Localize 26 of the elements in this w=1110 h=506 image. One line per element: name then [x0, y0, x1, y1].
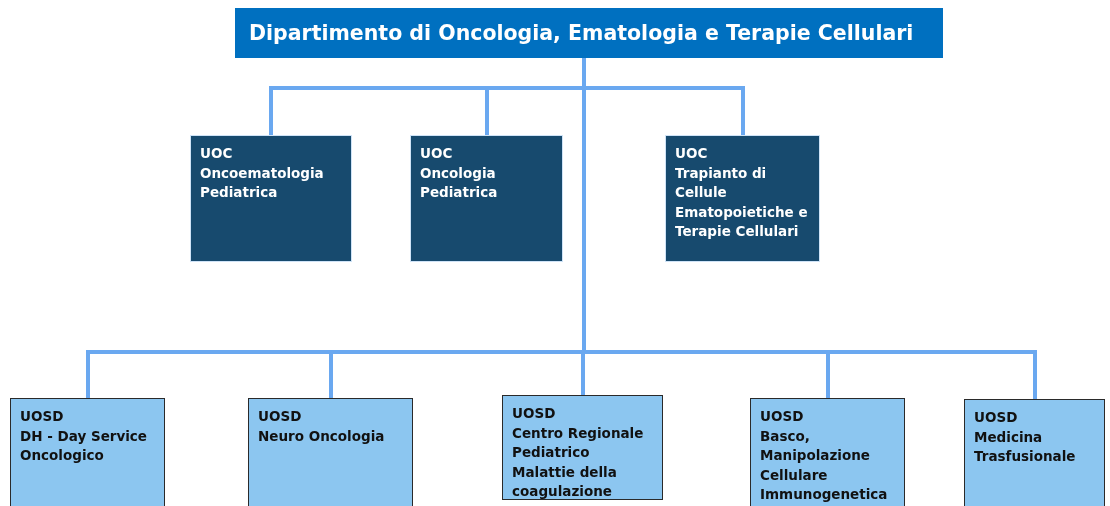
unit-name: Basco, Manipolazione Cellulare Immunogenetica — [760, 426, 889, 505]
unit-type: UOSD — [974, 408, 1019, 427]
unit-type: UOSD — [512, 404, 557, 423]
unit-box — [750, 398, 905, 506]
unit-box — [410, 135, 563, 262]
unit-box — [964, 399, 1105, 506]
unit-type: UOC — [420, 144, 454, 163]
unit-name: DH - Day Service Oncologico — [20, 426, 149, 466]
unit-type: UOSD — [258, 407, 303, 426]
unit-box — [665, 135, 820, 262]
unit-name: Centro Regionale Pediatrico Malattie della coagulazione — [512, 423, 645, 502]
unit-box — [502, 395, 663, 500]
unit-box — [190, 135, 352, 262]
unit-name: Oncologia Pediatrica — [420, 163, 499, 203]
unit-type: UOC — [200, 144, 234, 163]
unit-type: UOSD — [760, 407, 805, 426]
unit-box — [10, 398, 165, 506]
unit-type: UOSD — [20, 407, 65, 426]
unit-name: Neuro Oncologia — [258, 426, 386, 446]
unit-type: UOC — [675, 144, 709, 163]
unit-name: Oncoematologia Pediatrica — [200, 163, 325, 203]
department-title: Dipartimento di Oncologia, Ematologia e Terapie Cellulari — [249, 20, 915, 46]
department-box — [235, 8, 943, 58]
unit-box — [248, 398, 413, 506]
unit-name: Trapianto di Cellule Ematopoietiche e Terapie Cellulari — [675, 163, 809, 242]
unit-name: Medicina Trasfusionale — [974, 427, 1077, 467]
